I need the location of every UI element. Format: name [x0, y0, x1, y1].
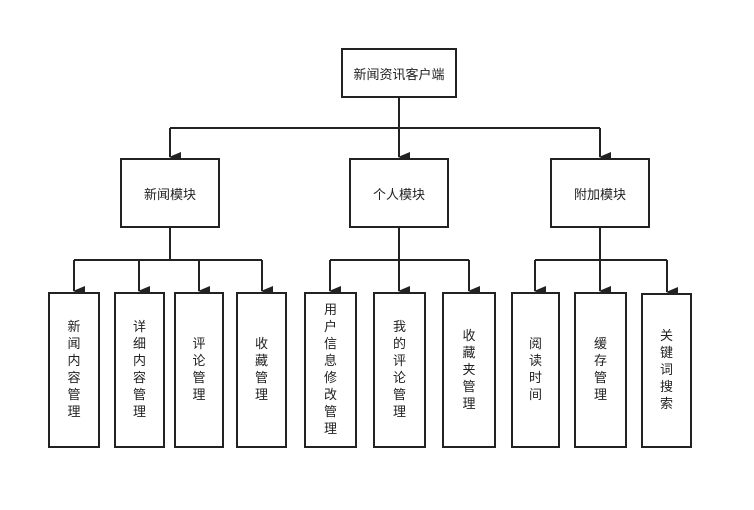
leaf-favorite: 收藏管理 — [236, 292, 287, 448]
module-personal: 个人模块 — [349, 158, 449, 228]
leaf-label: 评论管理 — [192, 337, 206, 403]
leaf-label: 新闻内容管理 — [67, 320, 81, 420]
leaf-my-comments: 我的评论管理 — [373, 292, 426, 448]
root-label: 新闻资讯客户端 — [353, 67, 445, 83]
extra-connector — [535, 228, 667, 261]
root-connector — [170, 98, 600, 129]
leaf-news-content: 新闻内容管理 — [48, 292, 100, 448]
leaf-label: 收藏夹管理 — [462, 328, 476, 412]
leaf-label: 用户信息修改管理 — [323, 303, 337, 437]
leaf-label: 收藏管理 — [254, 337, 268, 403]
leaf-favorites-folder: 收藏夹管理 — [442, 292, 496, 448]
personal-connector — [330, 228, 469, 261]
leaf-label: 缓存管理 — [593, 337, 607, 403]
module-label: 个人模块 — [372, 187, 425, 203]
leaf-keyword-search: 关键词搜索 — [641, 293, 692, 448]
leaf-label: 关键词搜索 — [659, 329, 673, 412]
root-node: 新闻资讯客户端 — [341, 48, 457, 98]
leaf-label: 详细内容管理 — [132, 320, 146, 420]
leaf-reading-time: 阅读时间 — [511, 292, 560, 448]
leaf-user-info: 用户信息修改管理 — [304, 292, 357, 448]
module-news: 新闻模块 — [120, 158, 220, 228]
leaf-detail-content: 详细内容管理 — [114, 292, 165, 448]
news-connector — [74, 228, 262, 261]
leaf-cache: 缓存管理 — [574, 292, 627, 448]
leaf-label: 阅读时间 — [528, 337, 542, 403]
module-label: 新闻模块 — [143, 187, 196, 203]
leaf-comment: 评论管理 — [174, 292, 224, 448]
module-label: 附加模块 — [573, 187, 626, 203]
leaf-label: 我的评论管理 — [392, 320, 406, 420]
module-extra: 附加模块 — [550, 158, 650, 228]
